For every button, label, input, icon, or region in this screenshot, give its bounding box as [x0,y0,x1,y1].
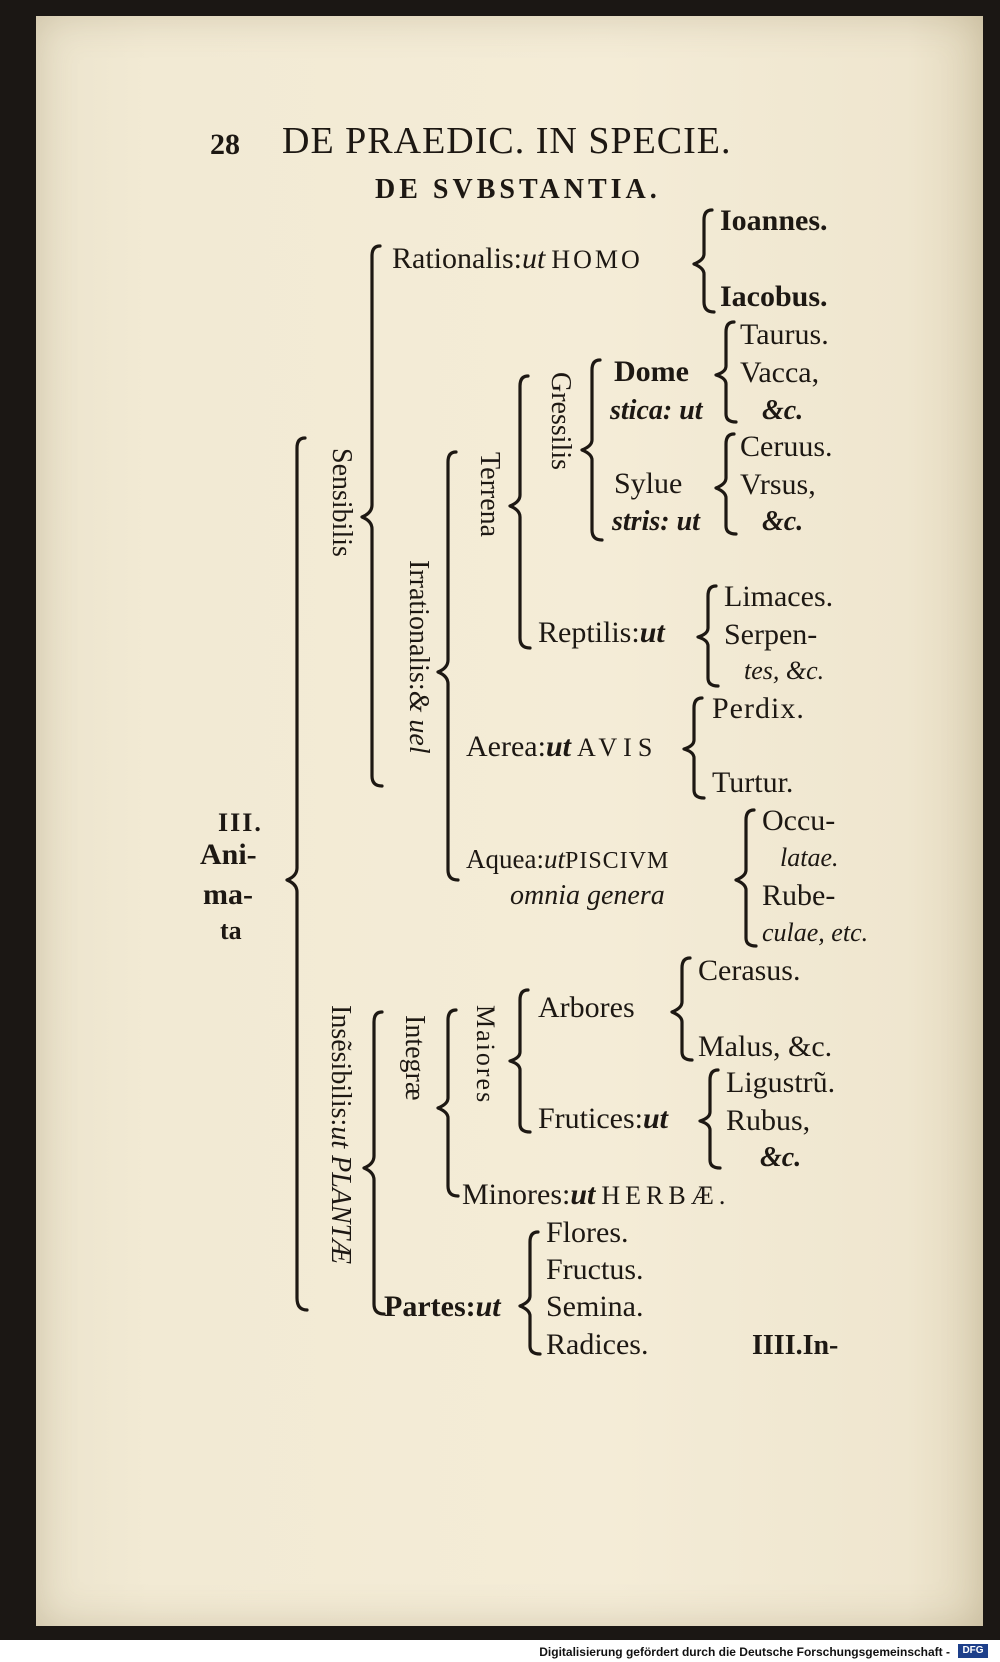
ut-word: ut [639,616,665,649]
ut-word: ut [543,844,565,874]
example-flores: Flores. [546,1216,629,1249]
domestica-line2: stica: ut [610,395,703,426]
footer-strip [0,1640,1000,1662]
example-limaces: Limaces. [724,580,834,613]
example-iacobus: Iacobus. [720,280,828,313]
example-ceruus: Ceruus. [740,430,833,463]
sylvestris-line1: Sylue [614,467,683,500]
example-serpentes: Serpen- [724,618,818,651]
example-ligustrum: Ligustrũ. [726,1066,836,1099]
ut-word: ut [522,242,546,275]
insensibilis-text: Insẽsibilis: [325,1005,356,1127]
minores-caps: HERBÆ. [601,1181,731,1210]
maiores-label: Maiores [471,1005,500,1105]
example-ioannes: Ioannes. [720,204,828,237]
example-perdix: Perdix. [712,692,805,725]
footer-credit: Digitalisierung gefördert durch die Deut… [539,1645,950,1659]
example-etc: &c. [762,506,804,537]
example-rubeculae: Rube- [762,879,836,912]
frutices-node: Frutices:ut [538,1104,668,1134]
partes-node: Partes:ut [384,1292,501,1322]
sylvestris-line2: stris: ut [612,506,700,537]
example-etc: &c. [760,1142,802,1173]
insensibilis-tail: ut PLANTÆ [325,1126,356,1265]
root-label-line: Ani- [200,838,257,871]
example-etc: &c. [762,395,804,426]
integrae-label: Integræ [399,1015,430,1101]
example-rubeculae-cont: culae, etc. [762,918,869,947]
minores-text: Minores: [462,1178,571,1211]
example-serpentes-cont: tes, &c. [744,656,825,685]
ut-word: ut [545,730,571,763]
aerea-caps: AVIS [576,733,659,762]
book-page [36,16,983,1626]
reptilis-node: Reptilis:ut [538,618,665,648]
aquea-text: Aquea: [466,844,544,874]
example-semina: Semina. [546,1290,644,1323]
rationalis-text: Rationalis: [392,242,522,275]
aquea-line2: omnia genera [510,880,665,911]
example-occulatae: Occu- [762,804,836,837]
page-number: 28 [210,128,240,161]
sensibilis-label: Sensibilis [326,448,357,557]
example-fructus: Fructus. [546,1253,644,1286]
example-malus: Malus, &c. [698,1030,833,1063]
arbores-node: Arbores [538,991,635,1024]
example-rubus: Rubus, [726,1104,811,1137]
example-occulatae-cont: latae. [780,843,839,872]
ut-word: ut [570,1178,596,1211]
example-vrsus: Vrsus, [740,468,816,501]
ut-word: ut [643,1102,669,1135]
insensibilis-label: Insẽsibilis:ut PLANTÆ [325,1005,356,1265]
catchword: IIII.In- [752,1330,839,1361]
rationalis-caps: HOMO [551,245,643,274]
irrationalis-label: Irrationalis:& uel [403,560,434,754]
section-title: DE SVBSTANTIA. [375,174,661,205]
aquea-node: Aquea:utPISCIVM [466,844,670,874]
aerea-text: Aerea: [466,730,546,763]
irrationalis-text: Irrationalis: [403,560,434,691]
partes-text: Partes: [384,1290,476,1323]
root-label-line: ta [220,916,242,945]
gressilis-label: Gressilis [545,372,576,470]
example-cerasus: Cerasus. [698,954,801,987]
reptilis-text: Reptilis: [538,616,640,649]
aquea-caps: PISCIVM [564,848,670,874]
example-turtur: Turtur. [712,766,794,799]
domestica-line1: Dome [614,355,689,388]
running-title: DE PRAEDIC. IN SPECIE. [282,120,732,162]
root-label-line: ma- [203,878,253,911]
example-radices: Radices. [546,1328,649,1361]
ut-word: ut [475,1290,501,1323]
dfg-logo: DFG [958,1644,988,1658]
example-taurus: Taurus. [740,318,829,351]
irrationalis-tail: & uel [403,690,434,754]
root-label-line: III. [218,808,263,837]
terrena-label: Terrena [474,452,505,538]
frutices-text: Frutices: [538,1102,643,1135]
example-vacca: Vacca, [740,356,820,389]
